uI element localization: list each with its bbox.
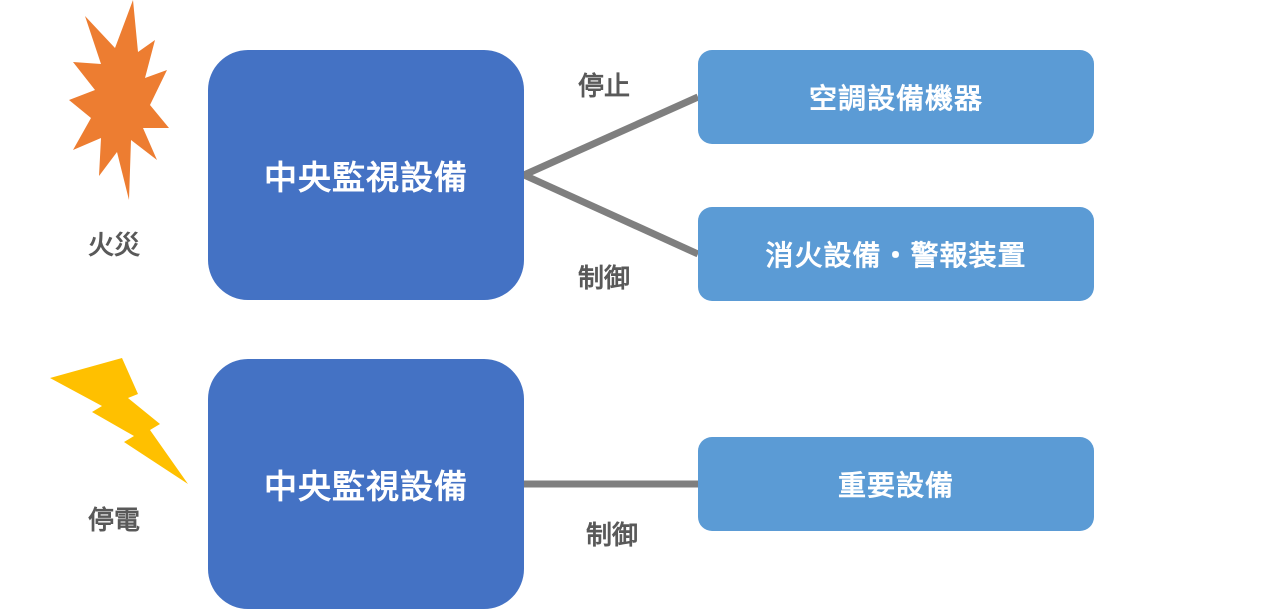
central-monitoring-box-fire: 中央監視設備 <box>208 50 524 300</box>
fire-connector-upper <box>522 93 700 179</box>
power-event-label: 停電 <box>88 506 141 536</box>
fire-event-label: 火災 <box>88 231 141 261</box>
critical-equipment-box: 重要設備 <box>698 437 1094 531</box>
fire-alarm-equipment-box: 消火設備・警報装置 <box>698 207 1094 301</box>
fire-connector-lower <box>522 171 700 258</box>
explosion-icon <box>69 0 169 200</box>
lightning-bolt-icon <box>50 358 188 484</box>
central-monitoring-box-power: 中央監視設備 <box>208 359 524 609</box>
stop-label: 停止 <box>578 72 631 102</box>
hvac-equipment-box: 空調設備機器 <box>698 50 1094 144</box>
fire-control-label: 制御 <box>578 264 631 294</box>
power-control-label: 制御 <box>586 521 639 551</box>
